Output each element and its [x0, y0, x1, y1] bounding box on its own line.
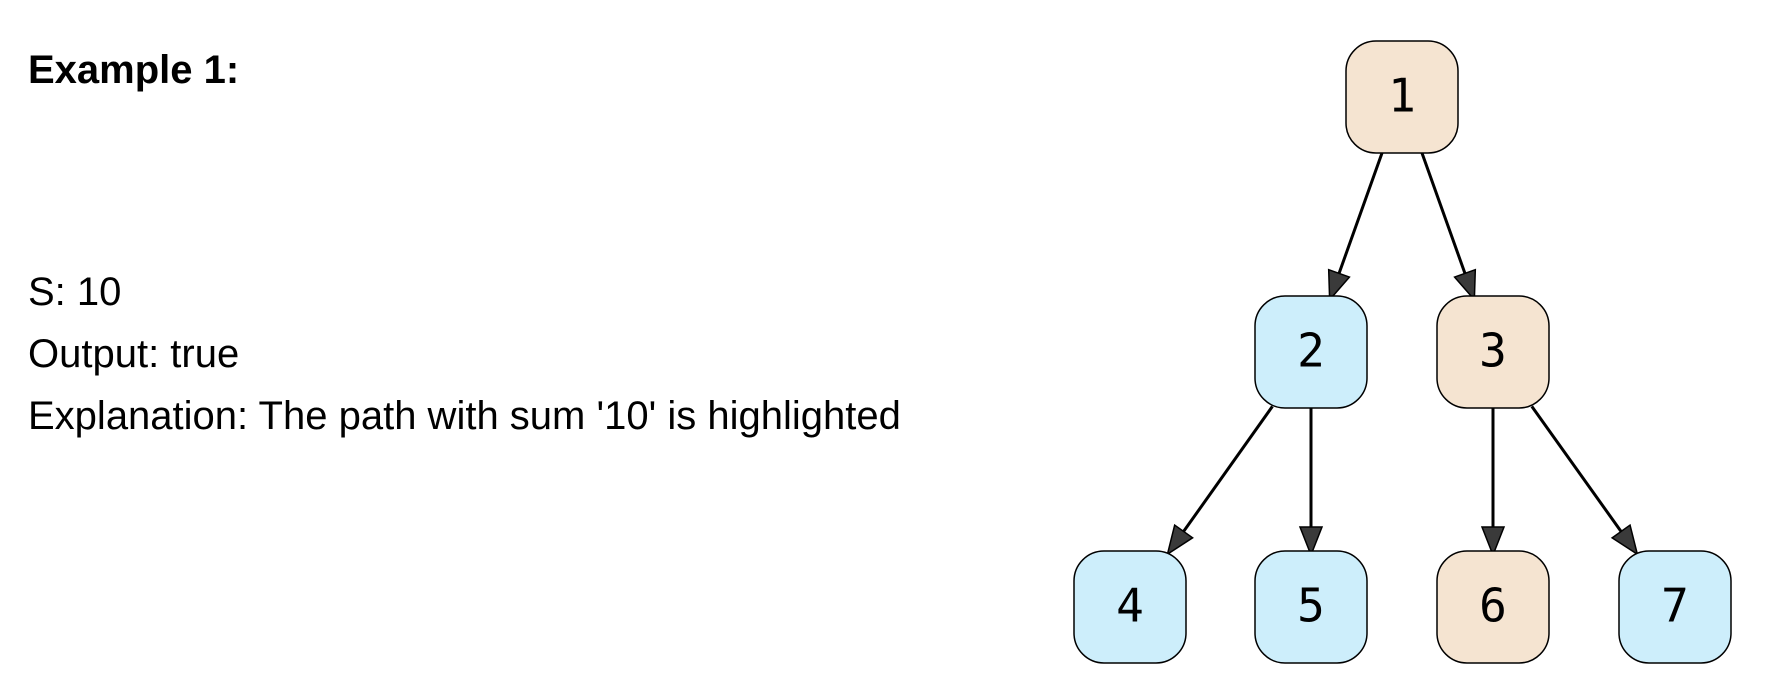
- tree-node-label: 5: [1297, 579, 1325, 633]
- explanation-line: Explanation: The path with sum '10' is h…: [28, 394, 901, 438]
- tree-node-6: 6: [1436, 550, 1550, 664]
- arrowhead-n2-n4: [1166, 523, 1194, 556]
- problem-description: S: 10 Output: true Explanation: The path…: [28, 261, 901, 447]
- tree-node-1: 1: [1345, 40, 1459, 154]
- arrowhead-n3-n6: [1480, 526, 1506, 558]
- tree-node-5: 5: [1254, 550, 1368, 664]
- tree-node-3: 3: [1436, 295, 1550, 409]
- output-line: Output: true: [28, 332, 240, 376]
- tree-nodes: 1 2 3 4 5 6 7: [1073, 40, 1732, 664]
- edge-n3-n7: [1530, 405, 1623, 533]
- edge-n1-n3: [1419, 150, 1467, 274]
- edge-n2-n4: [1182, 405, 1274, 533]
- tree-node-label: 3: [1479, 324, 1507, 378]
- tree-node-box: [1345, 40, 1459, 154]
- tree-node-label: 4: [1116, 579, 1144, 633]
- tree-node-4: 4: [1073, 550, 1187, 664]
- tree-node-box: [1254, 295, 1368, 409]
- tree-node-box: [1436, 550, 1550, 664]
- arrowhead-n2-n5: [1298, 526, 1324, 558]
- tree-node-box: [1073, 550, 1187, 664]
- example-title: Example 1:: [28, 48, 240, 92]
- tree-node-7: 7: [1618, 550, 1732, 664]
- target-sum-line: S: 10: [28, 270, 122, 314]
- edge-n1-n2: [1337, 150, 1385, 274]
- tree-node-label: 1: [1388, 69, 1416, 123]
- tree-node-label: 2: [1297, 324, 1325, 378]
- tree-edges: [1166, 150, 1639, 558]
- tree-node-box: [1254, 550, 1368, 664]
- tree-node-label: 7: [1661, 579, 1689, 633]
- arrowhead-n1-n2: [1327, 268, 1351, 302]
- tree-node-box: [1436, 295, 1550, 409]
- tree-node-label: 6: [1479, 579, 1507, 633]
- arrowhead-n3-n7: [1610, 523, 1639, 556]
- tree-node-box: [1618, 550, 1732, 664]
- tree-node-2: 2: [1254, 295, 1368, 409]
- arrowhead-n1-n3: [1453, 268, 1477, 302]
